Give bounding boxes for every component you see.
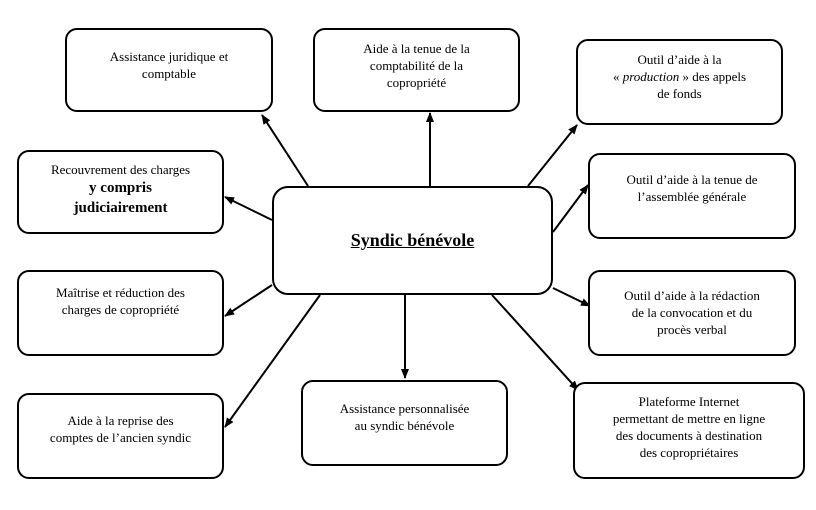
node-production-appels: Outil d’aide à la « production » des app… xyxy=(576,39,783,125)
node-line: au syndic bénévole xyxy=(354,418,455,433)
node-maitrise: Maîtrise et réduction des charges de cop… xyxy=(17,270,224,356)
node-line: Aide à la tenue de la xyxy=(363,41,470,56)
node-line-bold: judiciairement xyxy=(73,200,168,216)
node-reprise: Aide à la reprise des comptes de l’ancie… xyxy=(17,393,224,479)
node-line: Outil d’aide à la xyxy=(637,52,722,67)
arrow-to-assistance-juridique xyxy=(261,114,309,187)
quote-open: « xyxy=(612,69,623,84)
node-assistance-perso: Assistance personnalisée au syndic bénév… xyxy=(301,380,508,466)
node-assemblee: Outil d’aide à la tenue de l’assemblée g… xyxy=(588,153,796,239)
node-line: Recouvrement des charges xyxy=(50,162,191,177)
arrow-to-reprise xyxy=(224,294,321,428)
arrow-to-assemblee xyxy=(552,184,589,233)
node-line: procès verbal xyxy=(657,322,727,337)
node-line: Maîtrise et réduction des xyxy=(56,285,185,300)
node-line: Assistance juridique et xyxy=(109,49,229,64)
node-redaction: Outil d’aide à la rédaction de la convoc… xyxy=(588,270,796,356)
node-line: permettant de mettre en ligne xyxy=(612,411,766,426)
node-line: comptabilité de la xyxy=(369,58,464,73)
arrow-to-recouvrement xyxy=(224,196,273,221)
node-line: Plateforme Internet xyxy=(638,394,740,409)
arrow-to-maitrise xyxy=(224,284,273,317)
node-line: des copropriétaires xyxy=(639,445,739,460)
arrow-to-plateforme xyxy=(491,294,579,391)
node-line: des documents à destination xyxy=(615,428,763,443)
node-line: de fonds xyxy=(657,86,702,101)
node-line: comptes de l’ancien syndic xyxy=(49,430,192,445)
node-recouvrement: Recouvrement des charges y compris judic… xyxy=(17,150,224,234)
node-line: Outil d’aide à la tenue de xyxy=(626,172,758,187)
node-line: « production » des appels xyxy=(586,68,773,85)
arrow-to-production-appels xyxy=(527,124,578,187)
node-line: Aide à la reprise des xyxy=(67,413,174,428)
line-rest: » des appels xyxy=(679,69,747,84)
node-plateforme: Plateforme Internet permettant de mettre… xyxy=(573,382,805,479)
node-line: charges de copropriété xyxy=(61,302,180,317)
node-line: Assistance personnalisée xyxy=(339,401,470,416)
production-emphasis: production xyxy=(622,69,680,84)
arrow-to-redaction xyxy=(552,287,591,307)
node-line-bold: y compris xyxy=(89,180,152,196)
center-label: Syndic bénévole xyxy=(350,230,475,250)
center-node-syndic-benevole: Syndic bénévole xyxy=(272,186,553,295)
node-line: copropriété xyxy=(386,75,447,90)
node-line: Outil d’aide à la rédaction xyxy=(624,288,760,303)
node-assistance-juridique: Assistance juridique et comptable xyxy=(65,28,273,112)
node-line: de la convocation et du xyxy=(631,305,753,320)
node-line: l’assemblée générale xyxy=(637,189,747,204)
node-tenue-comptabilite: Aide à la tenue de la comptabilité de la… xyxy=(313,28,520,112)
node-line: comptable xyxy=(141,66,197,81)
